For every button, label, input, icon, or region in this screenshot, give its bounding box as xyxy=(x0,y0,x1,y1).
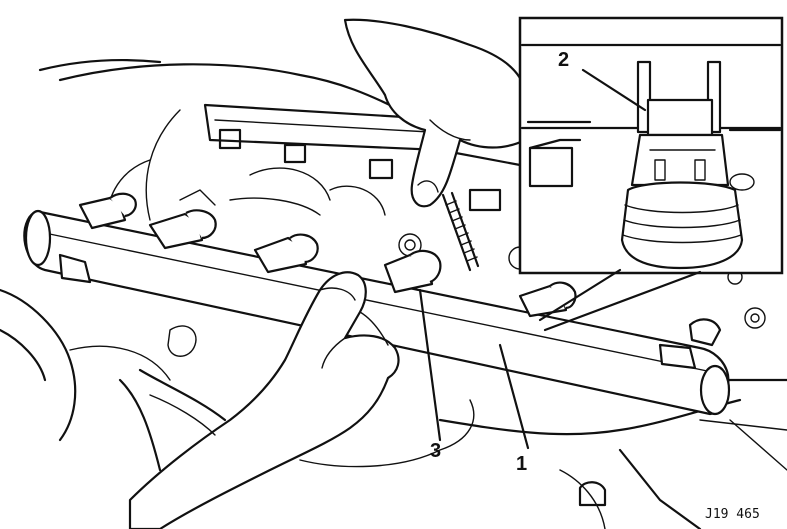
callout-2: 2 xyxy=(558,49,569,71)
callout-1: 1 xyxy=(516,453,527,475)
injector-3 xyxy=(253,233,319,274)
injector-5 xyxy=(518,281,577,318)
leader-line-3 xyxy=(418,288,442,442)
callout-3: 3 xyxy=(430,440,441,462)
leader-line-1 xyxy=(498,343,530,450)
reference-code: J19 465 xyxy=(705,507,760,522)
threaded-rod xyxy=(441,191,480,272)
inset-detail xyxy=(518,16,784,332)
injector-2 xyxy=(148,209,217,250)
fuel-rail xyxy=(23,209,731,416)
injector-4 xyxy=(383,249,442,294)
lower-hand xyxy=(128,271,400,529)
injectors xyxy=(78,192,577,318)
leader-lines xyxy=(418,288,530,450)
upper-hand xyxy=(343,18,527,208)
injector-1 xyxy=(78,192,137,230)
